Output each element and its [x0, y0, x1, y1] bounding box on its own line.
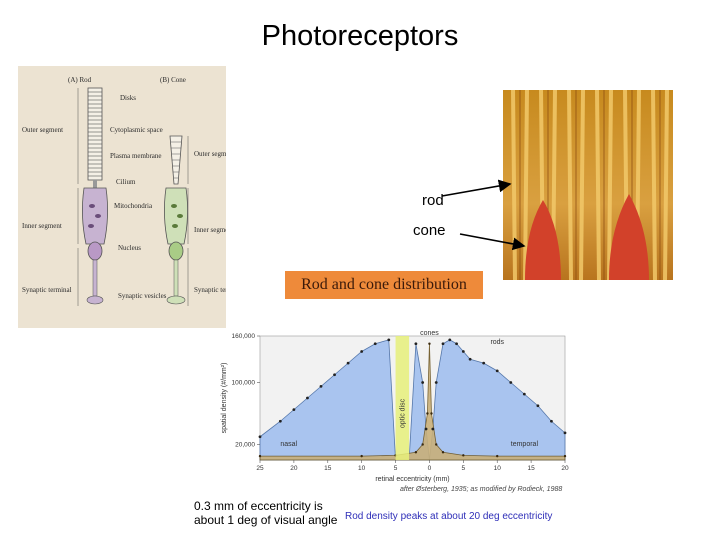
- rod-data-point: [495, 369, 499, 373]
- rod-cone-density-chart: optic disc 20,000 100,000 160,000 25 20 15 10 5 0…: [200, 328, 580, 498]
- cone-label: cone: [413, 222, 446, 239]
- cone-data-point: [441, 451, 445, 454]
- rod-data-point: [424, 427, 428, 431]
- y-tick-label: 160,000: [232, 333, 256, 340]
- rod-data-point: [441, 342, 445, 346]
- label-outer-segment-rod: Outer segment: [22, 126, 63, 134]
- x-tick-label: 20: [561, 465, 569, 472]
- rod-label: rod: [422, 192, 444, 209]
- rod-data-point: [306, 396, 309, 400]
- rod-data-point: [455, 342, 458, 346]
- panel-a-label: (A) Rod: [68, 76, 92, 84]
- rod-data-point: [434, 381, 438, 384]
- rod-cone-anatomy-figure: (A) Rod (B) Cone: [18, 66, 226, 328]
- x-tick-label: 15: [527, 465, 535, 472]
- rod-data-point: [550, 419, 553, 423]
- x-tick-label: 10: [358, 465, 366, 472]
- cone-data-point: [426, 412, 429, 415]
- cone-data-point: [360, 454, 363, 458]
- label-disks: Disks: [120, 94, 136, 102]
- cone-data-point: [414, 451, 418, 454]
- page-title: Photoreceptors: [261, 20, 459, 52]
- label-nucleus: Nucleus: [118, 244, 141, 252]
- rod-data-point: [333, 373, 336, 377]
- rod-drawing: [82, 87, 108, 305]
- cone-data-point: [496, 454, 499, 458]
- rod-data-point: [421, 381, 425, 384]
- rod-data-point: [509, 381, 513, 384]
- cone-data-point: [435, 443, 438, 446]
- distribution-header: Rod and cone distribution: [285, 271, 483, 299]
- temporal-label: temporal: [511, 441, 539, 448]
- retina-micrograph: [503, 90, 673, 280]
- rod-data-point: [482, 361, 486, 365]
- label-plasma-membrane: Plasma membrane: [110, 152, 162, 160]
- rod-data-point: [319, 384, 323, 388]
- x-tick-label: 25: [256, 465, 264, 472]
- rod-data-point: [522, 392, 526, 396]
- cone-data-point: [430, 412, 433, 415]
- rod-arrow: [441, 179, 512, 197]
- rod-data-point: [373, 342, 377, 346]
- rod-data-point: [258, 435, 262, 439]
- optic-disc-band: [395, 336, 410, 460]
- rod-data-point: [387, 338, 391, 342]
- rod-data-point: [468, 357, 472, 361]
- label-inner-segment-cone: Inner segment: [194, 226, 226, 234]
- label-synaptic-terminal-cone: Synaptic terminal: [194, 286, 226, 294]
- rod-data-point: [346, 361, 350, 365]
- cone-data-point: [421, 443, 424, 446]
- x-tick-label: 20: [290, 465, 298, 472]
- cone-data-point: [258, 454, 262, 458]
- y-axis-label: spatial density (#/mm²): [221, 363, 228, 434]
- rod-data-point: [292, 408, 296, 412]
- rod-data-point: [461, 350, 465, 353]
- x-tick-label: 5: [394, 465, 398, 472]
- rod-data-point: [360, 350, 364, 353]
- nasal-label: nasal: [280, 441, 297, 448]
- label-inner-segment-rod: Inner segment: [22, 222, 62, 230]
- cone-data-point: [563, 454, 567, 458]
- panel-b-label: (B) Cone: [160, 76, 186, 84]
- rod-data-point: [563, 431, 567, 435]
- rod-data-point: [414, 342, 418, 346]
- eccentricity-note: 0.3 mm of eccentricity is about 1 deg of…: [194, 499, 338, 527]
- rods-label: rods: [490, 339, 504, 346]
- cone-data-point: [428, 342, 431, 345]
- rod-data-point: [536, 404, 540, 408]
- cones-area: [259, 343, 566, 461]
- label-mitochondria: Mitochondria: [114, 202, 153, 210]
- y-tick-label: 100,000: [232, 380, 256, 387]
- label-outer-segment-cone: Outer segment: [194, 150, 226, 158]
- x-tick-label: 0: [428, 465, 432, 472]
- x-tick-label: 5: [462, 465, 466, 472]
- cones-label: cones: [420, 330, 439, 337]
- optic-disc-label: optic disc: [399, 398, 406, 428]
- x-tick-label: 15: [324, 465, 332, 472]
- rod-data-point: [278, 419, 282, 423]
- label-cytoplasmic-space: Cytoplasmic space: [110, 126, 163, 134]
- cone-data-point: [462, 454, 465, 457]
- cone-drawing: [164, 135, 188, 305]
- x-axis-label: retinal eccentricity (mm): [375, 476, 449, 483]
- label-synaptic-terminal-rod: Synaptic terminal: [22, 286, 72, 294]
- rod-data-point: [448, 338, 452, 342]
- label-cilium: Cilium: [116, 178, 136, 186]
- rod-peak-note: Rod density peaks at about 20 deg eccent…: [345, 511, 553, 522]
- y-tick-label: 20,000: [235, 442, 255, 449]
- label-synaptic-vesicles: Synaptic vesicles: [118, 292, 167, 300]
- x-tick-label: 10: [494, 465, 502, 472]
- chart-credit: after Østerberg, 1935; as modified by Ro…: [400, 486, 563, 493]
- rod-data-point: [431, 427, 435, 431]
